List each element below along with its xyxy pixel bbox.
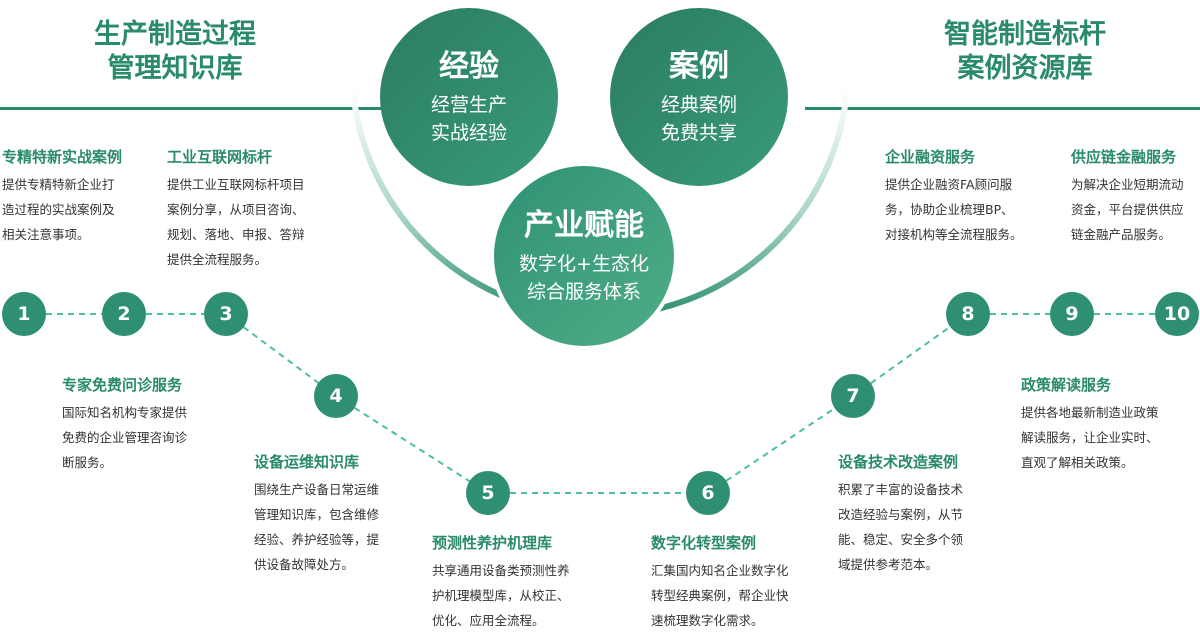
item-desc: 汇集国内知名企业数字化 转型经典案例，帮企业快 速梳理数字化需求。: [651, 563, 789, 628]
empower-line1: 数字化+生态化: [519, 253, 649, 275]
left-header-line2: 管理知识库: [107, 53, 243, 84]
item-desc: 国际知名机构专家提供 免费的企业管理咨询诊 断服务。: [62, 405, 188, 470]
node-9: 9: [1050, 292, 1094, 336]
node-1: 1: [2, 292, 46, 336]
experience-line1: 经营生产: [430, 94, 507, 116]
node-3: 3: [204, 292, 248, 336]
item-digital-transformation: 数字化转型案例 汇集国内知名企业数字化 转型经典案例，帮企业快 速梳理数字化需求…: [651, 532, 826, 633]
item-title: 专家免费问诊服务: [62, 376, 183, 394]
item-predictive-maintenance: 预测性养护机理库 共享通用设备类预测性养 护机理模型库，从校正、 优化、应用全流…: [432, 532, 607, 633]
item-title: 工业互联网标杆: [167, 148, 273, 166]
right-header-title: 智能制造标杆 案例资源库: [920, 18, 1130, 86]
empower-line2: 综合服务体系: [526, 281, 641, 303]
item-title: 设备运维知识库: [254, 453, 360, 471]
item-title: 企业融资服务: [885, 148, 976, 166]
node-5: 5: [466, 471, 510, 515]
node-10: 10: [1155, 292, 1199, 336]
item-desc: 围绕生产设备日常运维 管理知识库，包含维修 经验、养护经验等，提 供设备故障处方…: [254, 482, 380, 572]
item-financing: 企业融资服务 提供企业融资FA顾问服 务，协助企业梳理BP、 对接机构等全流程服…: [885, 146, 1060, 247]
left-divider: [0, 107, 395, 110]
node-6: 6: [686, 471, 730, 515]
item-title: 预测性养护机理库: [432, 534, 553, 552]
cases-title: 案例: [669, 49, 729, 84]
cases-circle: 案例 经典案例 免费共享: [610, 8, 788, 186]
experience-line2: 实战经验: [430, 122, 507, 144]
item-technical-renovation: 设备技术改造案例 积累了丰富的设备技术 改造经验与案例，从节 能、稳定、安全多个…: [838, 451, 1008, 577]
experience-circle: 经验 经营生产 实战经验: [380, 8, 558, 186]
item-desc: 提供专精特新企业打 造过程的实战案例及 相关注意事项。: [2, 177, 115, 242]
item-desc: 为解决企业短期流动 资金，平台提供供应 链金融产品服务。: [1071, 177, 1184, 242]
item-equipment-maintenance: 设备运维知识库 围绕生产设备日常运维 管理知识库，包含维修 经验、养护经验等，提…: [254, 451, 424, 577]
right-header-line2: 案例资源库: [957, 53, 1093, 84]
node-4: 4: [314, 374, 358, 418]
left-header-title: 生产制造过程 管理知识库: [70, 18, 280, 86]
empower-circle: 产业赋能 数字化+生态化 综合服务体系: [490, 162, 678, 350]
item-supply-chain-finance: 供应链金融服务 为解决企业短期流动 资金，平台提供供应 链金融产品服务。: [1071, 146, 1199, 247]
right-divider: [805, 107, 1200, 110]
left-header-line1: 生产制造过程: [94, 19, 256, 50]
item-desc: 积累了丰富的设备技术 改造经验与案例，从节 能、稳定、安全多个领 域提供参考范本…: [838, 482, 964, 572]
node-7: 7: [831, 374, 875, 418]
experience-title: 经验: [439, 49, 499, 84]
empower-title: 产业赋能: [524, 208, 644, 243]
item-desc: 共享通用设备类预测性养 护机理模型库，从校正、 优化、应用全流程。: [432, 563, 570, 628]
item-industrial-internet: 工业互联网标杆 提供工业互联网标杆项目 案例分享，从项目咨询、 规划、落地、申报…: [167, 146, 342, 272]
item-title: 数字化转型案例: [651, 534, 757, 552]
item-title: 供应链金融服务: [1071, 148, 1177, 166]
item-policy-interpretation: 政策解读服务 提供各地最新制造业政策 解读服务，让企业实时、 直观了解相关政策。: [1021, 374, 1196, 475]
node-2: 2: [102, 292, 146, 336]
item-title: 设备技术改造案例: [838, 453, 959, 471]
cases-line1: 经典案例: [660, 94, 737, 116]
item-desc: 提供各地最新制造业政策 解读服务，让企业实时、 直观了解相关政策。: [1021, 405, 1159, 470]
item-desc: 提供工业互联网标杆项目 案例分享，从项目咨询、 规划、落地、申报、答辩 提供全流…: [167, 177, 305, 267]
node-8: 8: [946, 292, 990, 336]
item-title: 专精特新实战案例: [2, 148, 123, 166]
item-desc: 提供企业融资FA顾问服 务，协助企业梳理BP、 对接机构等全流程服务。: [885, 177, 1023, 242]
item-title: 政策解读服务: [1021, 376, 1112, 394]
right-header-line1: 智能制造标杆: [944, 19, 1106, 50]
item-expert-diagnosis: 专家免费问诊服务 国际知名机构专家提供 免费的企业管理咨询诊 断服务。: [62, 374, 232, 475]
cases-line2: 免费共享: [660, 122, 737, 144]
item-specialized-cases: 专精特新实战案例 提供专精特新企业打 造过程的实战案例及 相关注意事项。: [2, 146, 152, 247]
